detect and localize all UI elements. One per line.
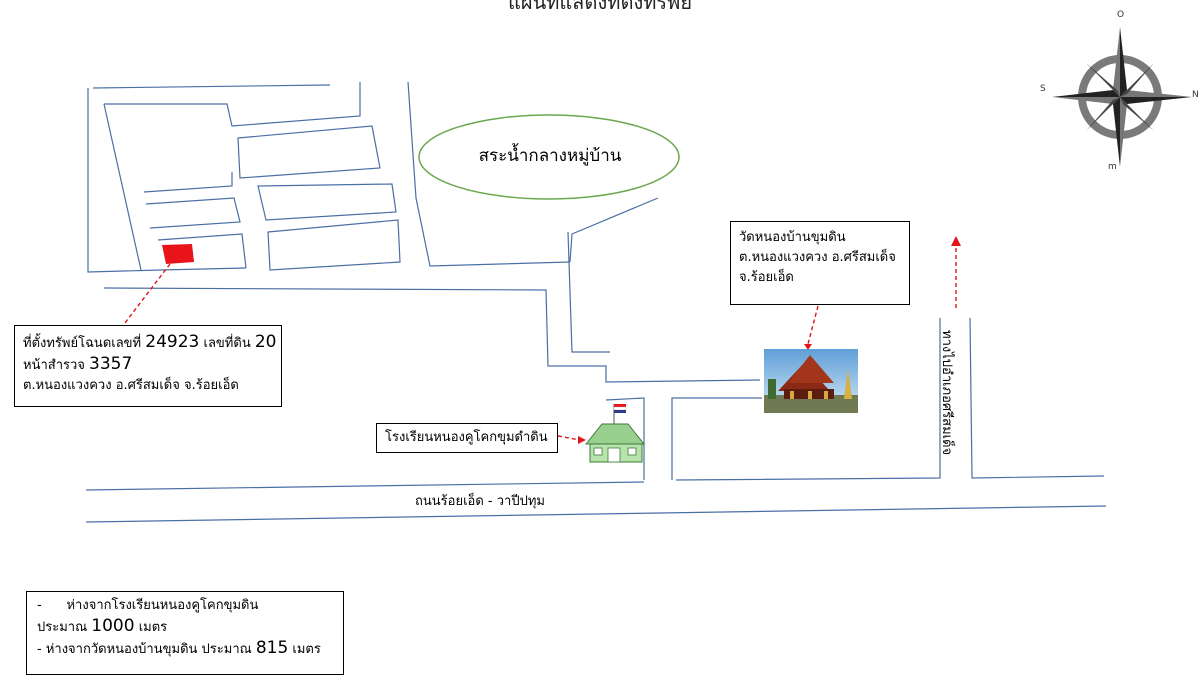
main-road-label: ถนนร้อยเอ็ด - วาปีปทุม — [415, 494, 545, 509]
school-leader — [557, 435, 581, 441]
distance-line3-unit: เมตร — [292, 642, 321, 657]
distance-line3-prefix: - ห่างจากวัดหนองบ้านขุมดิน ประมาณ — [37, 642, 252, 657]
compass-left-letter: S — [1040, 84, 1046, 94]
distance-temple-value: 815 — [255, 638, 289, 658]
school-arrowhead — [578, 436, 586, 444]
pond-label: สระน้ำกลางหมู่บ้าน — [478, 146, 622, 166]
land-prefix: เลขที่ดิน — [203, 336, 251, 351]
map-title: แผนที่แสดงที่ตั้งทรัพย์ — [507, 0, 693, 14]
block-a — [237, 125, 381, 179]
road-inner-diagonal — [103, 103, 142, 271]
compass-rose — [1052, 27, 1192, 167]
road-left-outline — [87, 88, 247, 273]
school-icon — [584, 404, 646, 463]
road-top-left — [92, 84, 331, 89]
temple-picture — [764, 349, 858, 413]
temple-leader — [807, 305, 819, 345]
main-road-bottom — [85, 505, 1107, 523]
block-c — [267, 219, 401, 271]
distance-info-box: - ห่างจากโรงเรียนหนองคูโคกขุมดิน ประมาณ … — [26, 591, 344, 675]
north-arrowhead — [951, 236, 961, 246]
side-road-label: ทางไปอำเภอศรีสมเด็จ — [939, 330, 954, 456]
village-pond — [418, 114, 680, 200]
distance-school-value: 1000 — [91, 616, 135, 636]
road-temple-bottom — [675, 318, 941, 481]
school-label-box: โรงเรียนหนองคูโคกขุมดำดิน — [376, 423, 558, 453]
property-info-box: ที่ตั้งทรัพย์โฉนดเลขที่ 24923 เลขที่ดิน … — [14, 325, 282, 407]
school-label: โรงเรียนหนองคูโคกขุมดำดิน — [385, 430, 548, 445]
road-block-3 — [157, 233, 247, 269]
compass-right-letter: N — [1192, 90, 1199, 100]
block-b — [257, 183, 397, 221]
temple-info-box: วัดหนองบ้านขุมดิน ต.หนองแวงควง อ.ศรีสมเด… — [730, 221, 910, 305]
compass-top-letter: O — [1117, 10, 1125, 20]
property-marker — [162, 244, 194, 264]
main-road-top — [85, 481, 645, 491]
road-vertical-mid — [407, 81, 571, 267]
road-branch — [569, 197, 659, 263]
land-number: 20 — [254, 332, 277, 352]
temple-line3: จ.ร้อยเอ็ด — [739, 270, 794, 285]
survey-number: 3357 — [89, 354, 133, 374]
road-branch-2 — [567, 231, 610, 353]
temple-name: วัดหนองบ้านขุมดิน — [739, 230, 846, 245]
road-temple-left — [671, 397, 762, 480]
road-block-2 — [145, 197, 241, 229]
temple-arrowhead — [804, 344, 812, 350]
distance-line2-unit: เมตร — [138, 620, 168, 635]
distance-line2-prefix: ประมาณ — [37, 620, 88, 635]
road-network — [85, 81, 1107, 523]
leader-lines — [117, 244, 957, 441]
road-school-side — [605, 397, 645, 480]
road-block-1 — [143, 172, 233, 193]
road-east — [969, 317, 1105, 479]
property-address: ต.หนองแวงควง อ.ศรีสมเด็จ จ.ร้อยเอ็ด — [23, 378, 239, 393]
road-to-temple — [103, 287, 761, 383]
road-top-step — [104, 82, 361, 127]
compass-bottom-letter: m — [1108, 162, 1117, 172]
distance-line1: - ห่างจากโรงเรียนหนองคูโคกขุมดิน — [37, 598, 259, 613]
deed-prefix: ที่ตั้งทรัพย์โฉนดเลขที่ — [23, 336, 142, 351]
temple-line2: ต.หนองแวงควง อ.ศรีสมเด็จ — [739, 250, 896, 265]
survey-prefix: หน้าสำรวจ — [23, 358, 85, 373]
property-leader — [117, 263, 171, 333]
deed-number: 24923 — [145, 332, 200, 352]
